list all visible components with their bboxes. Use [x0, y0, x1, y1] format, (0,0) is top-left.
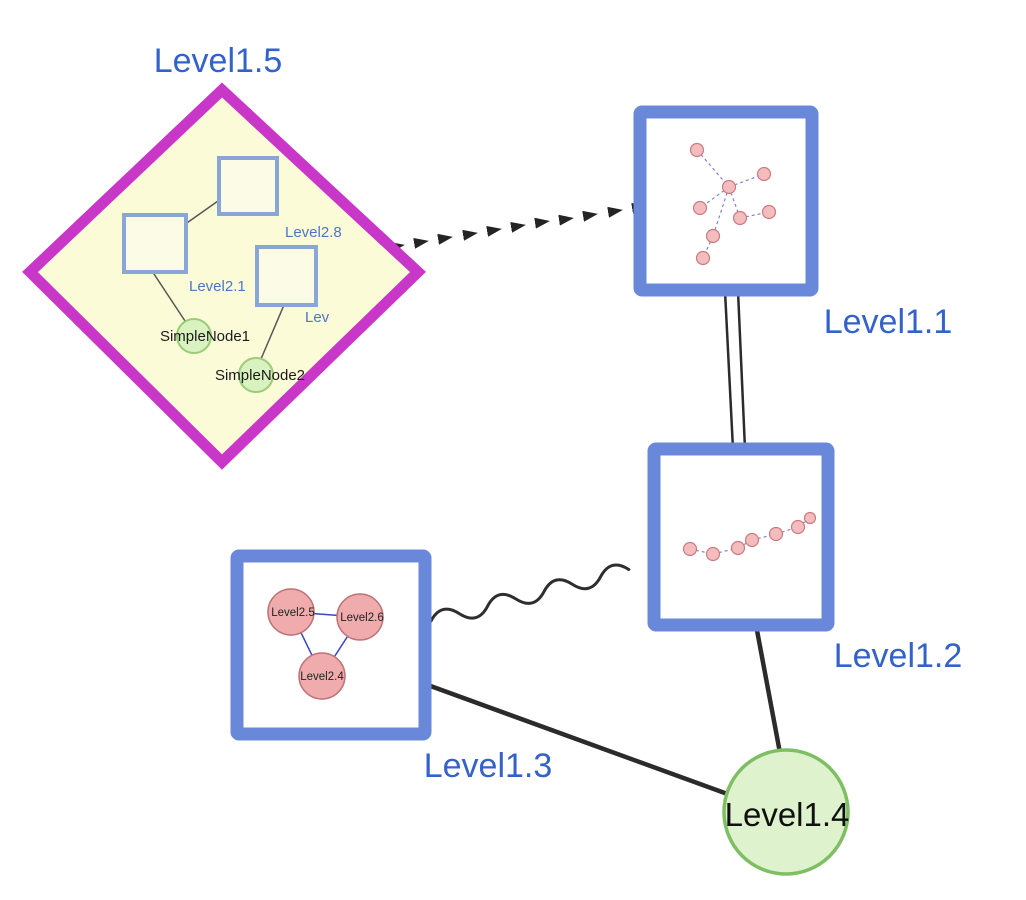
inner-graph-node[interactable] [721, 179, 737, 195]
inner-graph-node[interactable] [744, 532, 760, 548]
inner-graph-node[interactable] [761, 204, 777, 220]
edge-level11-level12[interactable] [723, 290, 747, 450]
inner-node-level2-8[interactable] [217, 156, 279, 216]
inner-node-level2-1[interactable] [122, 213, 188, 274]
inner-node-level2-1-label: Level2.1 [189, 278, 246, 295]
group-node-level1-3[interactable]: Level2.5 Level2.6 Level2.4 [230, 549, 432, 741]
group-node-level1-3-label: Level1.3 [424, 747, 553, 785]
inner-node-level2-5-label: Level2.5 [271, 607, 314, 619]
edge-level15-level11[interactable] [389, 202, 647, 253]
inner-node-simplenode2-label: SimpleNode2 [215, 367, 305, 384]
group-node-level1-5-label: Level1.5 [154, 42, 283, 80]
edge-level12-level14[interactable] [753, 624, 783, 754]
inner-node-level2-5[interactable] [267, 588, 315, 636]
inner-graph-node[interactable] [790, 519, 806, 535]
inner-graph-node[interactable] [768, 526, 784, 542]
inner-node-lev-label: Lev [305, 309, 330, 326]
inner-graph-node[interactable] [730, 540, 746, 556]
inner-edge-l21-simplenode1[interactable] [151, 270, 192, 331]
inner-graph-node[interactable] [803, 511, 817, 525]
inner-graph-node[interactable] [682, 541, 698, 557]
inner-graph-node[interactable] [705, 228, 721, 244]
inner-node-lev[interactable] [255, 245, 318, 307]
edge-level13-level12[interactable] [429, 562, 631, 629]
node-level1-4-label: Level1.4 [725, 796, 850, 833]
inner-graph-node[interactable] [695, 250, 711, 266]
inner-node-simplenode1-label: SimpleNode1 [160, 328, 250, 345]
inner-node-level2-6-label: Level2.6 [340, 612, 383, 624]
inner-node-level2-6[interactable] [336, 593, 384, 641]
inner-edge-lev-simplenode2[interactable] [257, 304, 285, 367]
inner-graph-node[interactable] [689, 142, 705, 158]
group-node-level1-1[interactable] [633, 105, 819, 297]
group-node-level1-5[interactable]: Level2.8 Level2.1 Lev SimpleNode1 Simple… [22, 82, 426, 470]
edge-level13-level14[interactable] [424, 681, 734, 799]
node-level1-4[interactable] [722, 748, 850, 876]
inner-graph-node[interactable] [756, 166, 772, 182]
group-node-level1-2-label: Level1.2 [834, 637, 963, 675]
group-node-level1-2[interactable] [647, 442, 835, 632]
inner-node-simplenode1[interactable] [176, 318, 212, 354]
inner-node-level2-4-label: Level2.4 [300, 671, 344, 683]
inner-graph-node[interactable] [732, 210, 748, 226]
inner-node-simplenode2[interactable] [238, 357, 274, 393]
inner-graph-node[interactable] [705, 546, 721, 562]
inner-graph-node[interactable] [692, 200, 708, 216]
inner-edge-l28-l21[interactable] [183, 200, 219, 226]
inner-node-level2-8-label: Level2.8 [285, 224, 342, 241]
group-node-level1-1-label: Level1.1 [824, 303, 953, 341]
inner-node-level2-4[interactable] [298, 652, 346, 700]
